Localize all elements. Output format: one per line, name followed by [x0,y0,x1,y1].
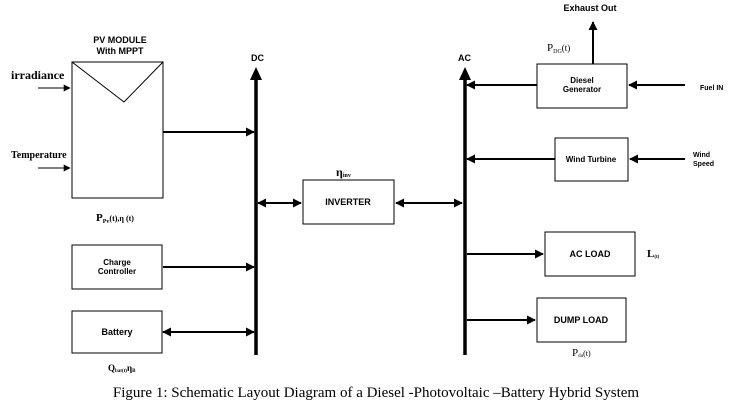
diesel-generator: Exhaust Out PDG(t) Diesel Generator Fuel… [536,3,723,109]
wind-turbine-label: Wind Turbine [566,155,617,164]
diesel-power-label: PDG(t) [547,42,570,55]
diesel-generator-box [536,63,628,109]
wind-speed-label-2: Speed [693,161,714,168]
ac-load: AC LOAD L(t) [544,231,660,277]
dc-bus-label: DC [251,53,264,63]
ac-load-label: AC LOAD [570,249,611,259]
pv-module-box [71,61,164,199]
inverter-box [302,179,395,225]
exhaust-label: Exhaust Out [563,3,616,13]
dump-load: DUMP LOAD Pdu(t) [536,297,627,359]
diesel-label-2: Generator [563,85,601,94]
irradiance-label: irradiance [11,68,65,82]
inverter-efficiency: ηinv [336,165,351,179]
charge-controller: Charge Controller [71,244,163,290]
pv-module-symbol [71,61,164,103]
battery-label: Battery [101,327,132,337]
pv-module-title-2: With MPPT [97,46,144,56]
wind-turbine-box [554,137,629,182]
dc-bus: DC [250,53,264,355]
battery-box [71,310,163,354]
pv-module-title-1: PV MODULE [93,35,147,45]
dc-bus-arrowhead [250,67,262,80]
ac-load-param: L(t) [647,248,660,260]
inverter: ηinv INVERTER [302,165,395,225]
diesel-label-1: Diesel [570,76,594,85]
dump-load-label: DUMP LOAD [554,315,609,325]
dump-load-box [536,297,627,343]
ac-bus-arrowhead [459,67,471,80]
dump-load-param: Pdu(t) [572,347,591,359]
pv-module: PV MODULE With MPPT irradiance Temperatu… [11,35,164,225]
wind-speed-label-1: Wind [693,152,710,159]
ac-bus-label: AC [458,53,471,63]
ac-load-box [544,231,636,277]
battery-param: Qbat(t)ηB [108,363,136,374]
ac-bus: AC [458,53,471,355]
charge-controller-label-2: Controller [98,267,136,276]
charge-controller-box [71,244,163,290]
pv-output-label: PPv(t),η (t) [96,212,134,225]
battery: Battery Qbat(t)ηB [71,310,163,374]
temperature-label: Temperature [11,150,67,161]
fuel-label: Fuel IN [700,85,723,92]
wind-turbine: Wind Turbine Wind Speed [554,137,714,182]
charge-controller-label-1: Charge [103,258,131,267]
inverter-label: INVERTER [325,197,371,207]
figure-caption: Figure 1: Schematic Layout Diagram of a … [113,385,639,401]
